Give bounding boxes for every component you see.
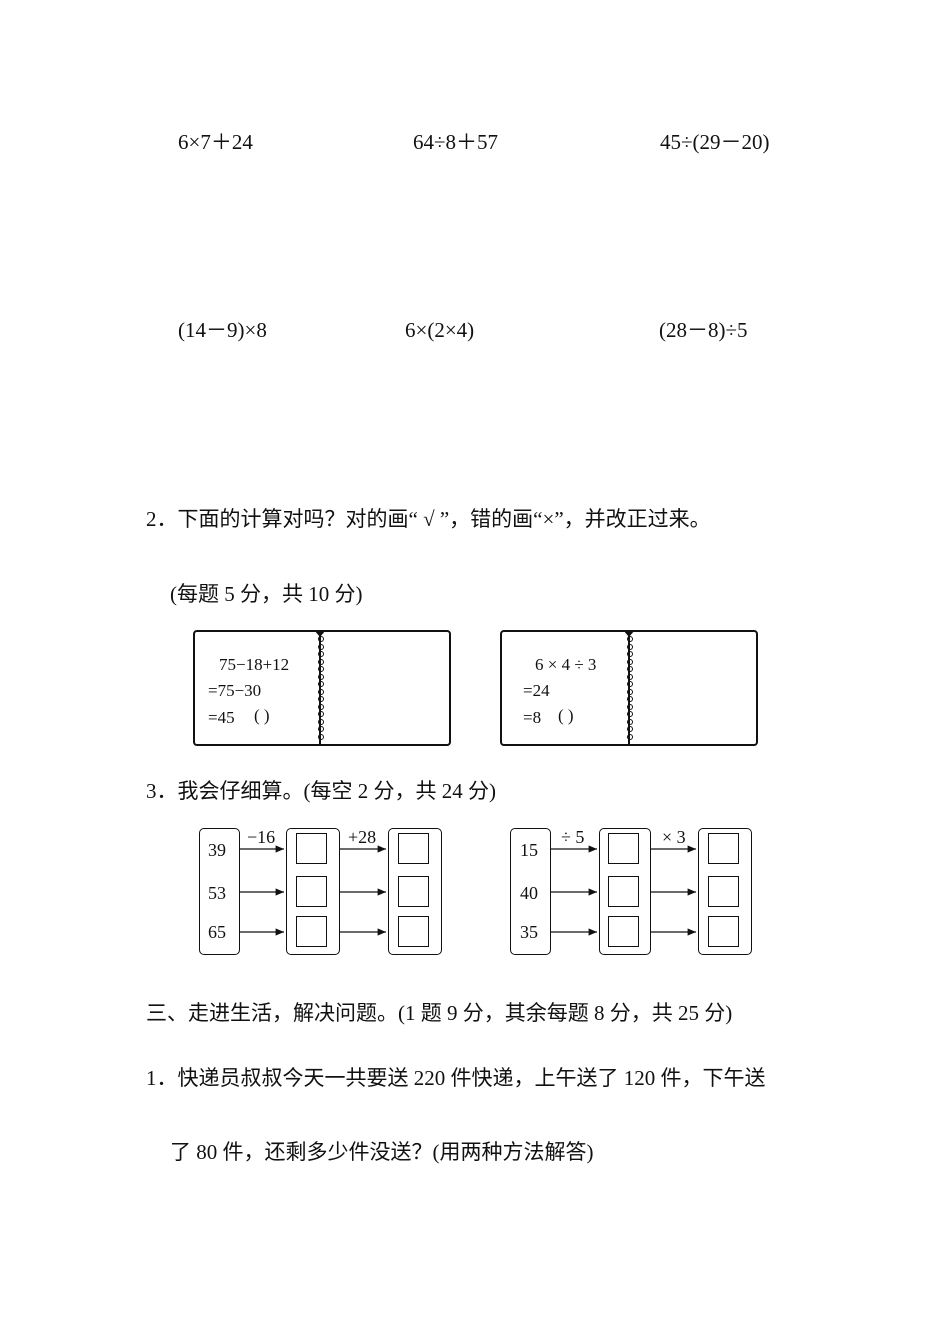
input-number: 40 (520, 883, 538, 903)
answer-box[interactable] (398, 916, 429, 947)
answer-box[interactable] (398, 833, 429, 864)
expression: (14－9)×8 (178, 318, 267, 342)
word-problem-1: 1．快递员叔叔今天一共要送 220 件快递，上午送了 120 件，下午送 (146, 1066, 766, 1090)
input-column (510, 828, 551, 955)
binding-rings (627, 636, 633, 740)
calc-line: 6 × 4 ÷ 3 (535, 655, 597, 674)
calc-line: =75−30 (208, 681, 262, 700)
word-problem-1-continued: 了 80 件，还剩多少件没送？(用两种方法解答) (170, 1140, 594, 1164)
notebook-2: 6 × 4 ÷ 3 =24 =8 ( ) (500, 630, 758, 746)
bookmark-icon (623, 630, 635, 637)
answer-parentheses[interactable]: ( ) (254, 706, 270, 725)
expression: (28－8)÷5 (659, 318, 748, 342)
question-2-title: 2．下面的计算对吗？对的画“ √ ”，错的画“×”，并改正过来。 (146, 507, 711, 531)
question-3-title: 3．我会仔细算。(每空 2 分，共 24 分) (146, 779, 496, 803)
input-column (199, 828, 240, 955)
answer-box[interactable] (398, 876, 429, 907)
answer-box[interactable] (608, 916, 639, 947)
calc-line: =24 (523, 681, 550, 700)
input-number: 53 (208, 883, 226, 903)
expression: 6×(2×4) (405, 318, 475, 342)
input-number: 39 (208, 840, 226, 860)
operation-label: × 3 (662, 827, 686, 847)
binding-rings (318, 636, 324, 740)
input-number: 35 (520, 922, 538, 942)
answer-box[interactable] (608, 833, 639, 864)
operation-label: ÷ 5 (561, 827, 585, 847)
operation-label: +28 (348, 827, 377, 847)
calc-line: 75−18+12 (219, 655, 290, 674)
expression: 6×7＋24 (178, 130, 253, 154)
answer-box[interactable] (296, 876, 327, 907)
answer-box[interactable] (296, 833, 327, 864)
bookmark-icon (314, 630, 326, 637)
answer-box[interactable] (608, 876, 639, 907)
section-3-title: 三、走进生活，解决问题。(1 题 9 分，其余每题 8 分，共 25 分) (146, 1001, 733, 1025)
answer-box[interactable] (708, 916, 739, 947)
expression: 45÷(29－20) (660, 130, 770, 154)
answer-box[interactable] (708, 833, 739, 864)
calc-line: =8 (523, 708, 542, 727)
input-number: 15 (520, 840, 538, 860)
expression: 64÷8＋57 (413, 130, 499, 154)
input-number: 65 (208, 922, 226, 942)
answer-box[interactable] (708, 876, 739, 907)
operation-label: −16 (247, 827, 276, 847)
question-2-score: (每题 5 分，共 10 分) (170, 582, 363, 606)
answer-box[interactable] (296, 916, 327, 947)
answer-parentheses[interactable]: ( ) (558, 706, 574, 725)
notebook-1: 75−18+12 =75−30 =45 ( ) (193, 630, 451, 746)
calc-line: =45 (208, 708, 235, 727)
